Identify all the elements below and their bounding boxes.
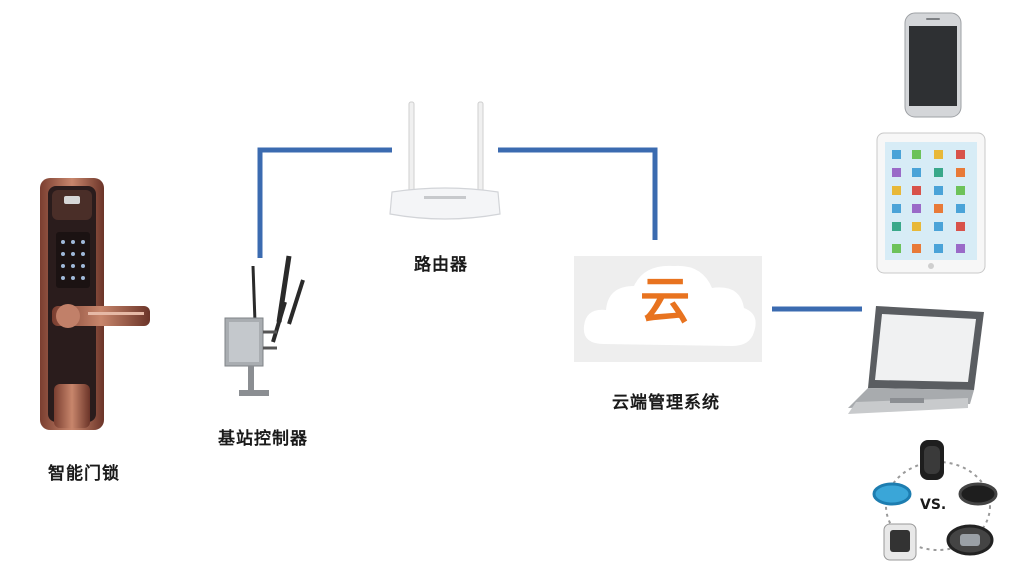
smart-lock-icon xyxy=(40,178,150,430)
connector-router-to-cloud xyxy=(498,147,658,240)
cloud-glyph: 云 xyxy=(640,272,690,330)
router-icon xyxy=(389,101,501,220)
connector-base-to-router xyxy=(257,147,392,258)
cloud-panel: 云 xyxy=(574,256,762,362)
wearables-icon xyxy=(872,440,998,561)
smartphone-icon xyxy=(904,12,962,118)
tablet-icon xyxy=(876,132,986,274)
cloud-label: 云端管理系统 xyxy=(612,393,720,413)
cloud-icon xyxy=(583,265,756,346)
wearables-vs-text: VS. xyxy=(920,497,947,513)
base-station-label: 基站控制器 xyxy=(218,429,308,449)
laptop-icon xyxy=(848,306,984,414)
base-station-icon xyxy=(224,255,305,396)
smart-lock-label: 智能门锁 xyxy=(48,464,120,484)
router-label: 路由器 xyxy=(414,255,468,275)
